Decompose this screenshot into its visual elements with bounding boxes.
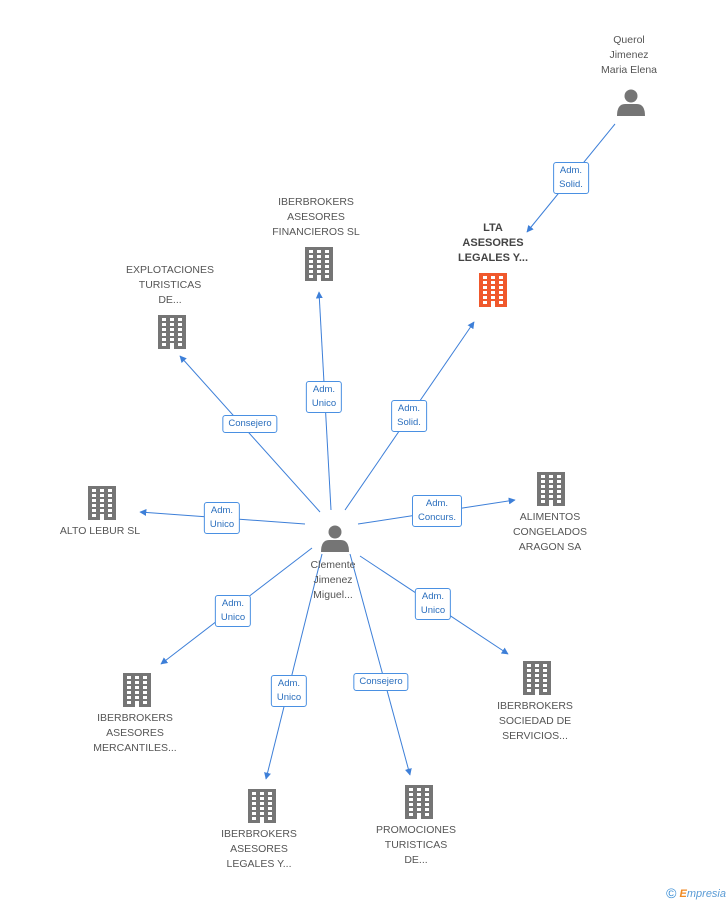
person-icon-querol[interactable] [617,89,645,117]
node-label-iber_serv[interactable]: IBERBROKERS SOCIEDAD DE SERVICIOS... [497,700,573,742]
building-icon-iber_serv[interactable] [523,661,551,695]
copyright-icon: © [666,885,677,901]
edge-label-center-promo[interactable]: Consejero [353,673,409,691]
edge-label-center-alimentos[interactable]: Adm. Concurs. [411,495,463,527]
building-icon-promo[interactable] [405,785,433,819]
node-label-iber_fin[interactable]: IBERBROKERS ASESORES FINANCIEROS SL [272,196,360,238]
node-label-alto[interactable]: ALTO LEBUR SL [59,525,141,537]
node-label-querol[interactable]: Querol Jimenez Maria Elena [600,34,658,76]
edge-label-querol-lta[interactable]: Adm. Solid. [553,162,589,194]
brand-name: mpresia [686,888,726,900]
edge-center-promo [349,553,412,776]
building-icon-lta[interactable] [479,273,507,307]
edge-label-center-iber_fin[interactable]: Adm. Unico [305,381,343,413]
edge-center-iber_leg [264,553,323,780]
edge-center-explot [179,355,321,513]
edge-label-center-lta[interactable]: Adm. Solid. [391,400,427,432]
node-label-iber_leg[interactable]: IBERBROKERS ASESORES LEGALES Y... [221,828,297,870]
person-icon-center[interactable] [321,525,349,553]
node-label-center[interactable]: Clemente Jimenez Miguel... [310,559,356,601]
footer-brand[interactable]: © Empresia [666,885,726,901]
node-label-explot[interactable]: EXPLOTACIONES TURISTICAS DE... [126,264,214,306]
edge-label-center-iber_leg[interactable]: Adm. Unico [270,675,308,707]
node-label-alimentos[interactable]: ALIMENTOS CONGELADOS ARAGON SA [512,511,588,553]
node-label-promo[interactable]: PROMOCIONES TURISTICAS DE... [376,824,456,866]
edge-label-center-iber_serv[interactable]: Adm. Unico [414,588,452,620]
building-icon-iber_merc[interactable] [123,673,151,707]
node-label-iber_merc[interactable]: IBERBROKERS ASESORES MERCANTILES... [93,712,177,754]
building-icon-alto[interactable] [88,486,116,520]
node-label-lta[interactable]: LTA ASESORES LEGALES Y... [457,222,529,264]
edge-label-center-explot[interactable]: Consejero [222,415,278,433]
edge-label-center-alto[interactable]: Adm. Unico [203,502,241,534]
building-icon-iber_fin[interactable] [305,247,333,281]
edge-label-center-iber_merc[interactable]: Adm. Unico [214,595,252,627]
brand-initial: E [679,888,687,900]
building-icon-explot[interactable] [158,315,186,349]
building-icon-alimentos[interactable] [537,472,565,506]
icons-layer [88,89,645,823]
building-icon-iber_leg[interactable] [248,789,276,823]
